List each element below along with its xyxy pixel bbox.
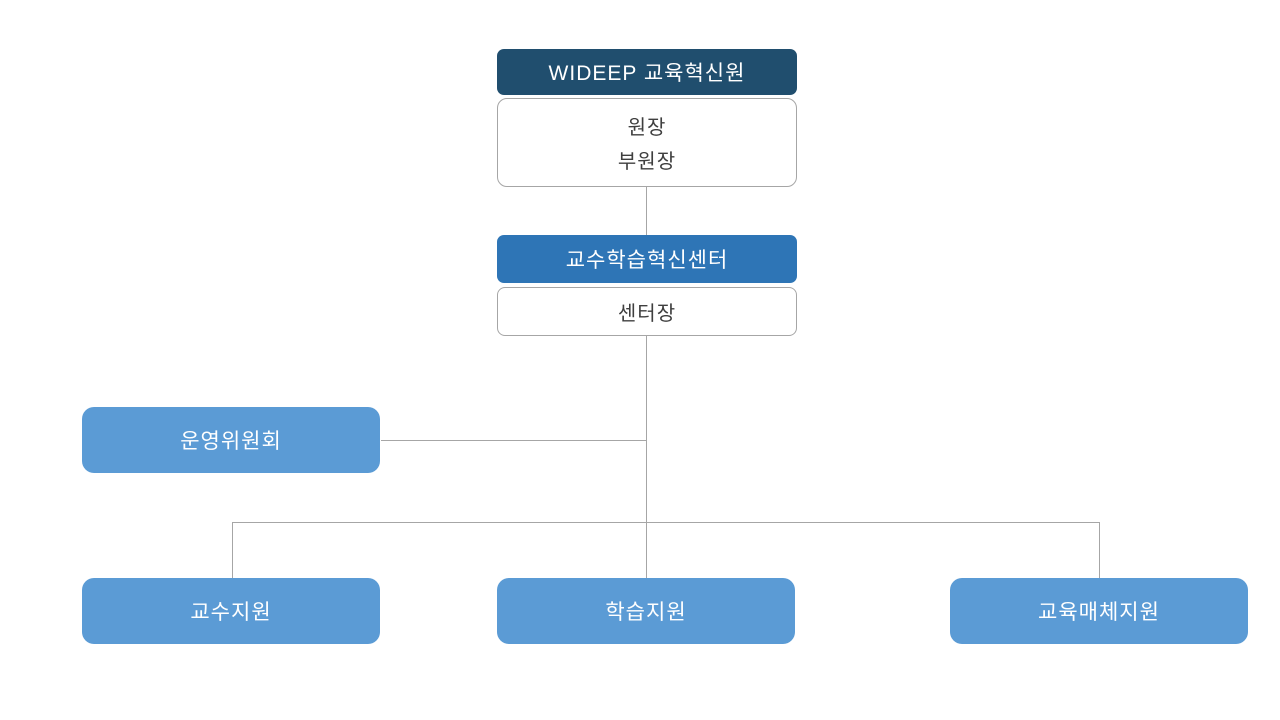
org-root-roles-box: 원장 부원장: [497, 98, 797, 187]
org-center-box: 교수학습혁신센터: [497, 235, 797, 283]
org-dept-box-edu-media-support: 교육매체지원: [950, 578, 1248, 644]
org-root-label: WIDEEP 교육혁신원: [548, 62, 746, 85]
connector-root-to-center: [646, 187, 647, 235]
role-vice-director: 부원장: [617, 151, 677, 174]
dept-label: 학습지원: [605, 601, 687, 624]
org-center-role-box: 센터장: [497, 287, 797, 336]
role-center-head: 센터장: [617, 303, 677, 325]
dept-label: 교육매체지원: [1038, 601, 1160, 624]
org-committee-box: 운영위원회: [82, 407, 380, 473]
org-center-label: 교수학습혁신센터: [565, 249, 729, 272]
connector-drop-right: [1099, 522, 1100, 578]
org-dept-box-teaching-support: 교수지원: [82, 578, 380, 644]
org-committee-label: 운영위원회: [180, 430, 282, 453]
connector-departments-bus: [232, 522, 1099, 523]
role-director: 원장: [627, 116, 667, 139]
dept-label: 교수지원: [190, 601, 272, 624]
connector-center-spine: [646, 336, 647, 578]
connector-committee-stub: [381, 440, 646, 441]
connector-drop-left: [232, 522, 233, 578]
org-root-box: WIDEEP 교육혁신원: [497, 49, 797, 95]
org-dept-box-learning-support: 학습지원: [497, 578, 795, 644]
